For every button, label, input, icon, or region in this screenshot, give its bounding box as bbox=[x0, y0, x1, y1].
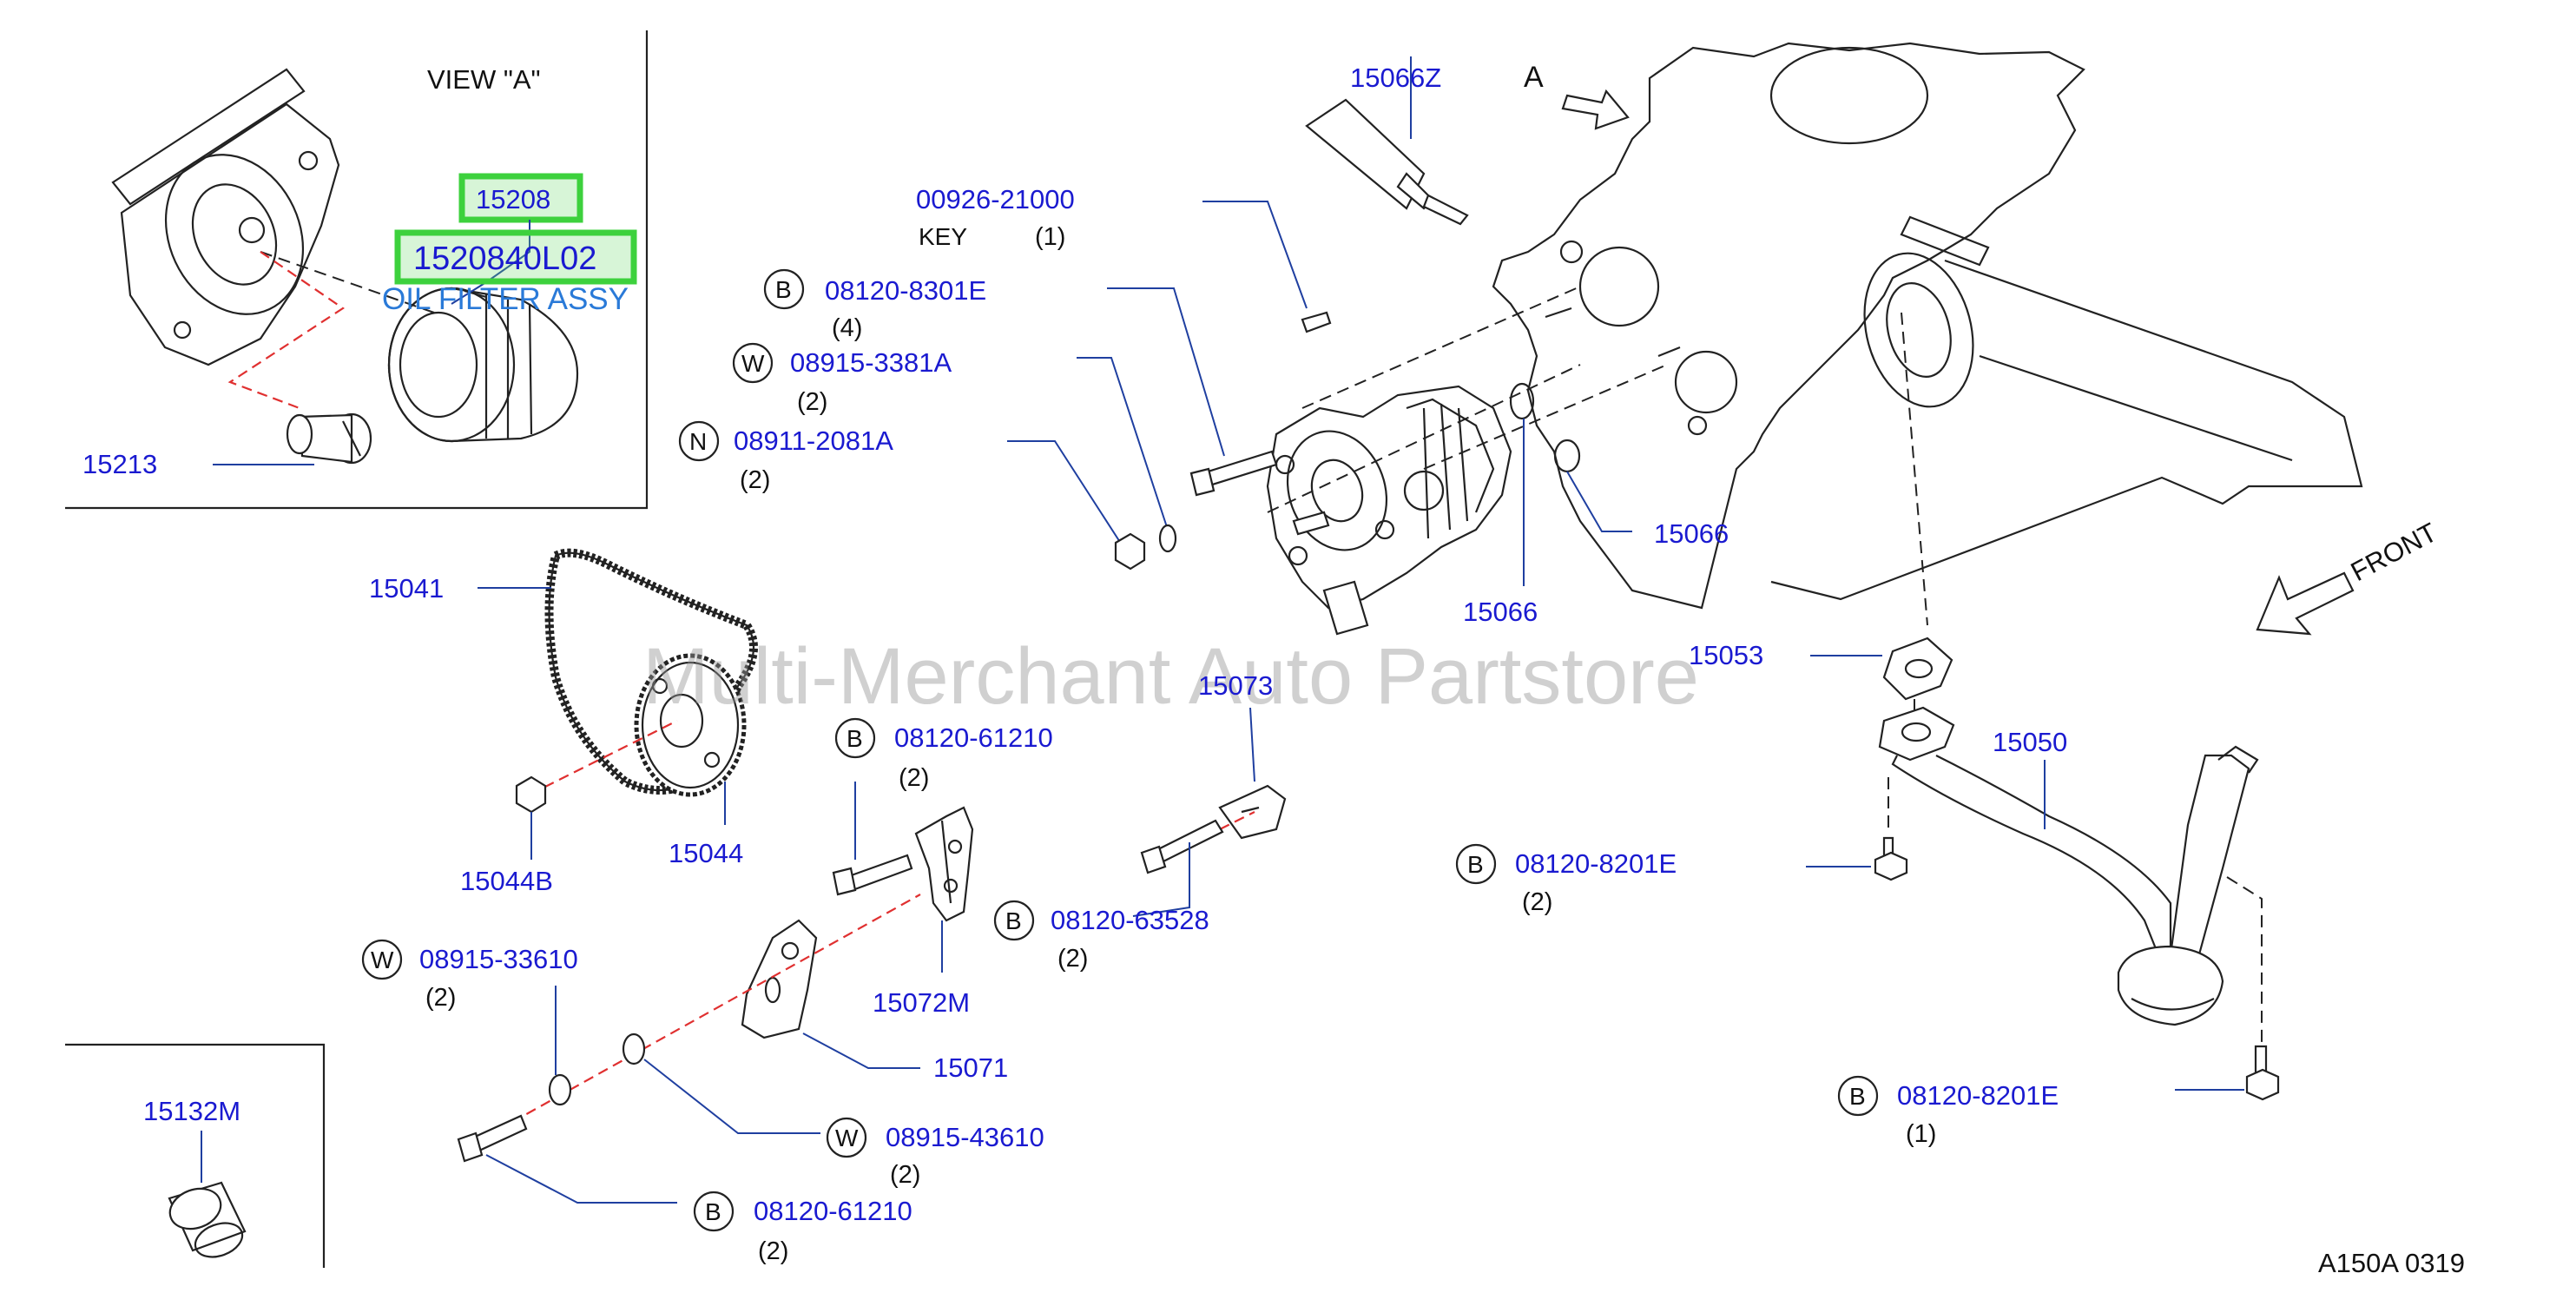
bolt-08120-61210-a-drawing bbox=[845, 854, 913, 892]
part-08120-61210-a-label[interactable]: 08120-61210 bbox=[894, 722, 1053, 753]
washer-drawing bbox=[1158, 524, 1177, 553]
svg-text:W: W bbox=[741, 350, 765, 377]
part-08120-63528-label[interactable]: 08120-63528 bbox=[1051, 905, 1209, 935]
sealant-tube-15066z-drawing bbox=[1305, 98, 1469, 226]
part-15050-label[interactable]: 15050 bbox=[1993, 727, 2067, 757]
part-08915-3381a-qty: (2) bbox=[797, 388, 827, 416]
view-a-label: VIEW "A" bbox=[427, 64, 541, 95]
washer-08915-43610-drawing bbox=[622, 1032, 646, 1065]
part-08915-33610-label[interactable]: 08915-33610 bbox=[419, 944, 578, 974]
part-08915-3381a-label[interactable]: 08915-3381A bbox=[790, 347, 952, 378]
part-15073-label[interactable]: 15073 bbox=[1198, 670, 1273, 701]
svg-text:B: B bbox=[705, 1198, 721, 1225]
callout-08120-8201e-a[interactable]: B 08120-8201E (2) bbox=[1455, 843, 1677, 916]
callout-08915-43610[interactable]: W 08915-43610 (2) bbox=[826, 1117, 1044, 1189]
callout-08120-61210-b[interactable]: B 08120-61210 (2) bbox=[693, 1191, 912, 1265]
svg-text:W: W bbox=[371, 947, 394, 973]
svg-text:B: B bbox=[775, 276, 792, 303]
part-08915-43610-qty: (2) bbox=[890, 1161, 920, 1189]
svg-text:B: B bbox=[1849, 1083, 1866, 1110]
part-08915-33610-qty: (2) bbox=[425, 984, 456, 1012]
part-08120-63528-qty: (2) bbox=[1057, 945, 1088, 973]
key-qty: (1) bbox=[1035, 223, 1065, 251]
part-08915-43610-label[interactable]: 08915-43610 bbox=[886, 1122, 1044, 1152]
callout-08120-63528[interactable]: B 08120-63528 (2) bbox=[993, 900, 1209, 973]
key-drawing bbox=[1301, 311, 1332, 333]
guide-15072m-drawing bbox=[914, 806, 974, 922]
guide-15071-drawing bbox=[741, 919, 818, 1039]
callout-08120-8301e[interactable]: B 08120-8301E (4) bbox=[763, 268, 986, 342]
part-15041-label[interactable]: 15041 bbox=[369, 573, 444, 604]
part-15044b-label[interactable]: 15044B bbox=[460, 866, 553, 896]
key-label: KEY bbox=[919, 223, 967, 250]
diagram-code: A150A 0319 bbox=[2318, 1248, 2465, 1278]
part-15072m-label[interactable]: 15072M bbox=[873, 987, 970, 1018]
front-direction-indicator: FRONT bbox=[2256, 517, 2442, 636]
o-ring-15066-a-drawing bbox=[1509, 382, 1535, 420]
callout-08911-2081a[interactable]: N 08911-2081A (2) bbox=[678, 420, 893, 494]
o-ring-15066-b-drawing bbox=[1553, 439, 1581, 473]
engine-block-drawing bbox=[1492, 42, 2363, 626]
highlight-alt-number[interactable]: 1520840L02 bbox=[413, 241, 596, 277]
plug-15213-drawing bbox=[286, 412, 372, 465]
sensor-15132m-drawing bbox=[168, 1181, 247, 1258]
watermark-text: Multi-Merchant Auto Partstore bbox=[642, 632, 1699, 721]
part-08120-61210-b-qty: (2) bbox=[758, 1237, 788, 1265]
part-00926-21000-label[interactable]: 00926-21000 bbox=[916, 184, 1075, 214]
gasket-15053-drawing bbox=[1882, 637, 1953, 701]
view-a-arrow-icon bbox=[1561, 89, 1630, 130]
bolt-08120-61210-b-drawing bbox=[471, 1114, 528, 1152]
part-15132m-label[interactable]: 15132M bbox=[143, 1096, 240, 1126]
part-08120-8201e-a-label[interactable]: 08120-8201E bbox=[1515, 848, 1677, 879]
callout-08915-3381a[interactable]: W 08915-3381A (2) bbox=[732, 342, 952, 416]
part-08120-8201e-a-qty: (2) bbox=[1522, 888, 1552, 916]
oil-pump-drawing bbox=[1189, 385, 1512, 636]
svg-text:W: W bbox=[835, 1125, 859, 1151]
washer-08915-33610-drawing bbox=[548, 1073, 572, 1106]
callout-08915-33610[interactable]: W 08915-33610 (2) bbox=[361, 939, 578, 1012]
bracket-15073-drawing bbox=[1218, 784, 1287, 840]
sprocket-15044-drawing bbox=[634, 653, 747, 797]
part-08120-8201e-b-qty: (1) bbox=[1906, 1120, 1936, 1148]
svg-text:N: N bbox=[689, 428, 707, 455]
part-08120-61210-a-qty: (2) bbox=[899, 764, 929, 792]
svg-text:B: B bbox=[1005, 907, 1022, 934]
oil-filter-drawing bbox=[387, 287, 579, 443]
part-15053-label[interactable]: 15053 bbox=[1689, 640, 1763, 670]
view-a-marker: A bbox=[1524, 61, 1544, 94]
front-arrow-icon bbox=[2256, 571, 2355, 636]
part-08120-61210-b-label[interactable]: 08120-61210 bbox=[754, 1196, 912, 1226]
view-a-inset: VIEW "A" 15213 bbox=[65, 30, 649, 510]
callout-08120-8201e-b[interactable]: B 08120-8201E (1) bbox=[1837, 1075, 2059, 1148]
part-15213-label[interactable]: 15213 bbox=[82, 449, 157, 479]
svg-text:B: B bbox=[1467, 851, 1484, 878]
part-08120-8301e-qty: (4) bbox=[832, 314, 862, 342]
highlight-description: OIL FILTER ASSY bbox=[382, 282, 629, 316]
callout-08120-61210-a[interactable]: B 08120-61210 (2) bbox=[834, 717, 1053, 792]
strainer-15050-drawing bbox=[1878, 706, 2259, 1026]
svg-text:B: B bbox=[847, 725, 863, 752]
highlight-part-number[interactable]: 15208 bbox=[476, 184, 550, 214]
part-15044-label[interactable]: 15044 bbox=[669, 838, 743, 868]
part-08120-8201e-b-label[interactable]: 08120-8201E bbox=[1897, 1080, 2059, 1111]
part-08120-8301e-label[interactable]: 08120-8301E bbox=[825, 275, 986, 306]
part-15071-label[interactable]: 15071 bbox=[933, 1052, 1008, 1083]
part-08911-2081a-qty: (2) bbox=[740, 466, 770, 494]
nut-15044b-drawing bbox=[515, 775, 547, 814]
part-15066z-label[interactable]: 15066Z bbox=[1350, 63, 1441, 93]
part-08911-2081a-label[interactable]: 08911-2081A bbox=[734, 426, 893, 456]
oil-filter-highlight[interactable]: 15208 1520840L02 OIL FILTER ASSY bbox=[382, 173, 637, 316]
nut-drawing bbox=[1114, 532, 1146, 571]
front-label: FRONT bbox=[2346, 517, 2442, 587]
part-15066-a-label[interactable]: 15066 bbox=[1463, 597, 1538, 627]
part-15066-b-label[interactable]: 15066 bbox=[1654, 518, 1729, 549]
bottom-left-inset: 15132M bbox=[65, 1043, 326, 1268]
